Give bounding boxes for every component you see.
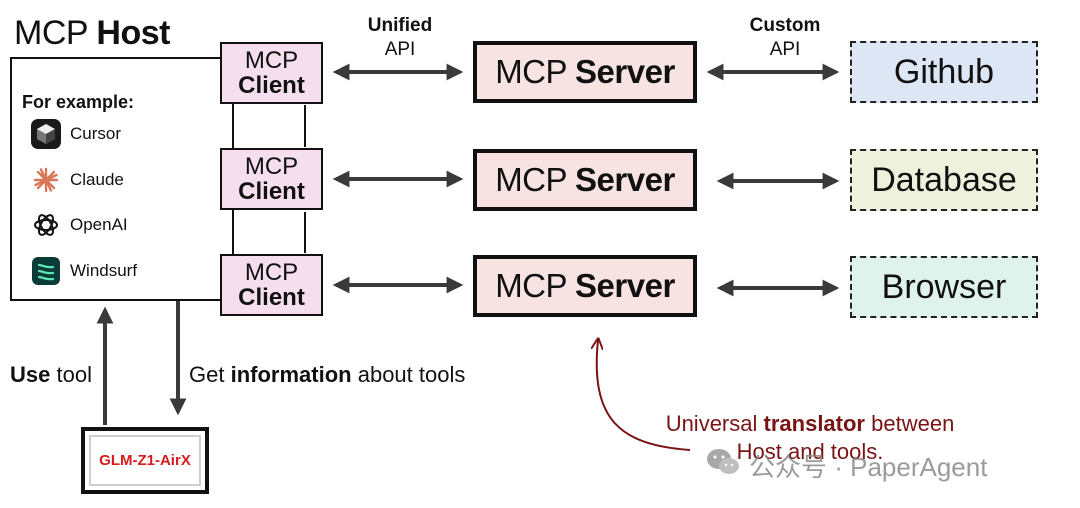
mcp-client: MCP Client — [220, 42, 323, 104]
server-label-prefix: MCP — [495, 161, 568, 198]
get-info-bold: information — [230, 362, 352, 387]
openai-icon — [30, 209, 62, 241]
use-tool-rest: tool — [56, 362, 92, 387]
example-label: For example: — [22, 92, 135, 112]
custom-label-top: Custom — [749, 15, 821, 36]
server-label-prefix: MCP — [495, 53, 568, 90]
server-label-bold: Server — [575, 267, 675, 304]
client-label-line2: Client — [238, 284, 305, 311]
server-label-bold: Server — [575, 161, 675, 198]
annotation-post: between — [871, 411, 955, 436]
watermark: 公众号 · PaperAgent — [705, 448, 987, 482]
app-name: Windsurf — [70, 261, 138, 280]
windsurf-icon — [30, 255, 62, 287]
get-info-post: about tools — [357, 362, 466, 387]
annotation-pre: Universal — [665, 411, 758, 436]
custom-label-bottom: API — [769, 39, 801, 60]
wechat-icon — [705, 447, 741, 484]
client-label-line2: Client — [238, 178, 305, 205]
target-browser: Browser — [850, 256, 1038, 318]
get-info-pre: Get — [189, 362, 225, 387]
host-title-bold: Host — [96, 14, 170, 52]
target-database: Database — [850, 149, 1038, 211]
app-name: Cursor — [70, 124, 122, 143]
target-github: Github — [850, 41, 1038, 103]
annotation-bold: translator — [763, 411, 865, 436]
client-label-line1: MCP — [244, 259, 299, 286]
client-label-line1: MCP — [244, 153, 299, 180]
claude-icon — [30, 164, 62, 196]
model-box: GLM-Z1-AirX — [81, 427, 209, 494]
use-tool-label: Use tool — [10, 362, 92, 388]
server-label-bold: Server — [575, 53, 675, 90]
server-label-prefix: MCP — [495, 267, 568, 304]
client-label-line2: Client — [238, 72, 305, 99]
app-item-openai: OpenAI — [30, 208, 128, 242]
mcp-client: MCP Client — [220, 254, 323, 316]
watermark-text: 公众号 · PaperAgent — [749, 451, 988, 482]
unified-api-label: Unified API — [350, 14, 450, 62]
app-item-windsurf: Windsurf — [30, 254, 137, 288]
mcp-client: MCP Client — [220, 148, 323, 210]
cursor-icon — [30, 118, 62, 150]
model-name: GLM-Z1-AirX — [89, 435, 201, 486]
annotation-arrow — [597, 340, 691, 451]
custom-api-label: Custom API — [735, 14, 835, 62]
get-info-label: Get information about tools — [189, 362, 465, 388]
unified-label-bottom: API — [384, 39, 416, 60]
client-label-line1: MCP — [244, 47, 299, 74]
annotation-text: Universal translator between Host and to… — [660, 410, 960, 466]
unified-label-top: Unified — [367, 15, 433, 36]
app-name: Claude — [70, 170, 124, 189]
host-title-prefix: MCP — [14, 14, 88, 52]
app-item-claude: Claude — [30, 163, 124, 197]
app-name: OpenAI — [70, 215, 128, 234]
annotation-line1: Universal translator between — [660, 410, 960, 438]
app-item-cursor: Cursor — [30, 117, 121, 151]
use-tool-bold: Use — [10, 362, 51, 387]
annotation-line2: Host and tools. — [736, 439, 884, 464]
host-title: MCP Host — [14, 14, 170, 53]
